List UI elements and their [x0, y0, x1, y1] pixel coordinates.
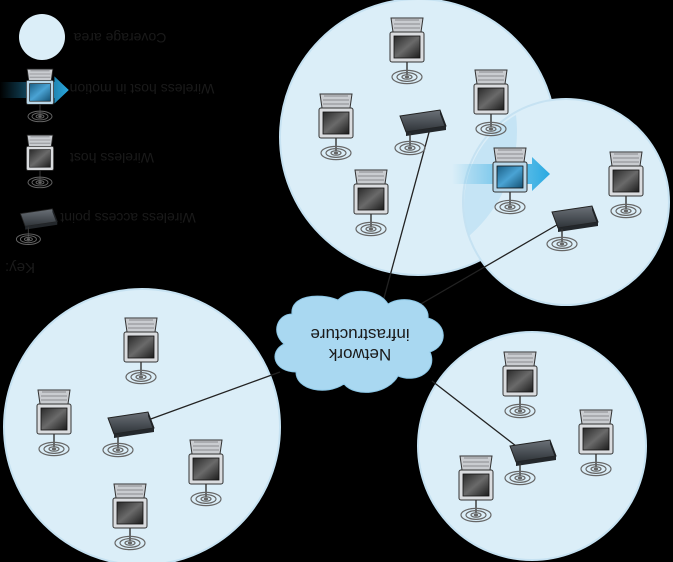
link-top-ap	[380, 124, 432, 310]
key-label-host: Wireless host	[70, 150, 154, 166]
wireless-access-point-icon	[15, 208, 58, 245]
wireless-host-icon	[25, 134, 55, 189]
network-cloud: Network infrastructure	[274, 290, 444, 393]
coverage-area-icon	[19, 14, 65, 60]
link-left-ap	[147, 371, 281, 421]
key-legend: Coverage area Wireless host in motion Wi…	[0, 14, 214, 276]
link-bottom-right-ap	[431, 380, 517, 447]
cloud-shape	[274, 290, 444, 393]
key-label-motion: Wireless host in motion	[70, 81, 215, 97]
network-label-line1: Network	[328, 345, 391, 364]
key-label-ap: Wireless access point	[60, 210, 195, 226]
links	[147, 124, 563, 447]
key-label-coverage: Coverage area	[73, 30, 166, 46]
wireless-host-in-motion	[452, 147, 550, 215]
network-label-line2: infrastructure	[310, 325, 409, 344]
key-title: Key:	[5, 259, 35, 276]
wireless-host-in-motion-icon	[0, 68, 69, 123]
link-right-ap	[406, 221, 563, 313]
